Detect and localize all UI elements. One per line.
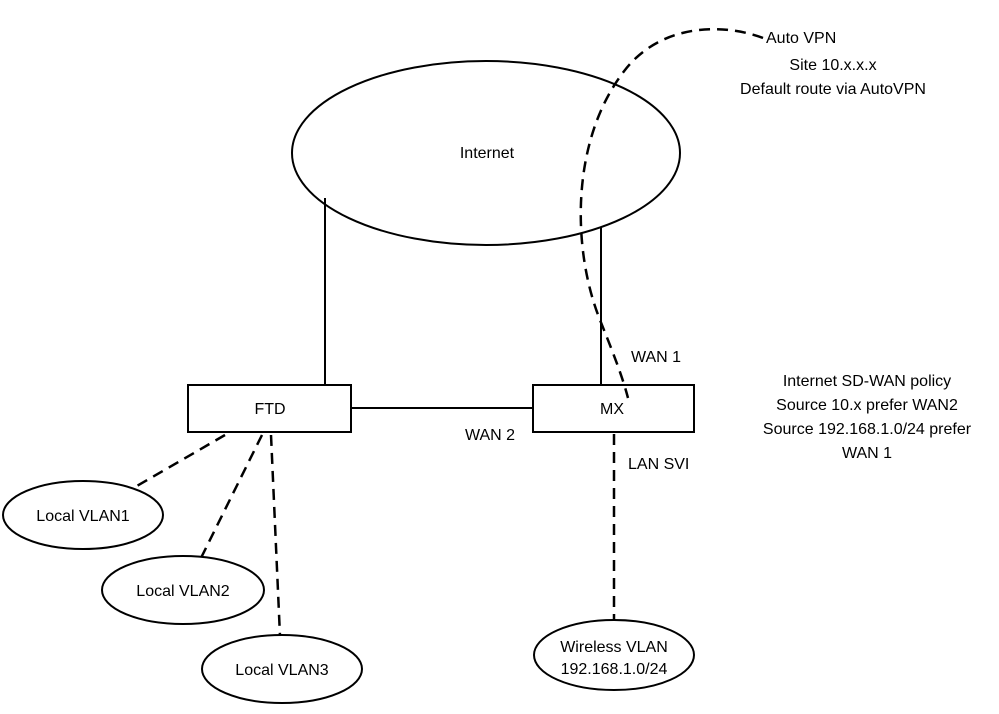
ftd-label: FTD: [254, 401, 285, 418]
sdwan-policy-line3: Source 192.168.1.0/24 prefer: [763, 421, 972, 438]
auto-vpn-site: Site 10.x.x.x: [789, 57, 876, 74]
auto-vpn-title: Auto VPN: [766, 30, 836, 47]
local-vlan3: [201, 634, 363, 704]
wan1-label: WAN 1: [631, 349, 681, 366]
auto-vpn-route: Default route via AutoVPN: [740, 81, 926, 98]
sdwan-policy-line2: Source 10.x prefer WAN2: [776, 397, 958, 414]
lan-svi-label: LAN SVI: [628, 456, 689, 473]
local-vlan2-label: Local VLAN2: [136, 583, 229, 600]
internet-cloud: [291, 60, 681, 246]
sdwan-policy-line1: Internet SD-WAN policy: [783, 373, 951, 390]
mx-label: MX: [600, 401, 624, 418]
wireless-vlan: [533, 619, 695, 691]
local-vlan2: [101, 555, 265, 625]
wireless-vlan-label-line1: Wireless VLAN: [560, 639, 668, 656]
mx-device: [532, 384, 695, 433]
internet-label: Internet: [460, 145, 515, 162]
auto-vpn-tunnel: [579, 28, 764, 399]
local-vlan1-label: Local VLAN1: [36, 508, 129, 525]
ftd-vlan1-link: [129, 433, 226, 492]
wireless-vlan-label-line2: 192.168.1.0/24: [561, 661, 668, 678]
local-vlan1: [2, 480, 164, 550]
local-vlan3-label: Local VLAN3: [235, 662, 328, 679]
ftd-device: [187, 384, 352, 433]
ftd-vlan2-link: [198, 434, 264, 561]
sdwan-policy-line4: WAN 1: [842, 445, 892, 462]
ftd-vlan3-link: [269, 434, 282, 637]
wan2-label: WAN 2: [465, 427, 515, 444]
